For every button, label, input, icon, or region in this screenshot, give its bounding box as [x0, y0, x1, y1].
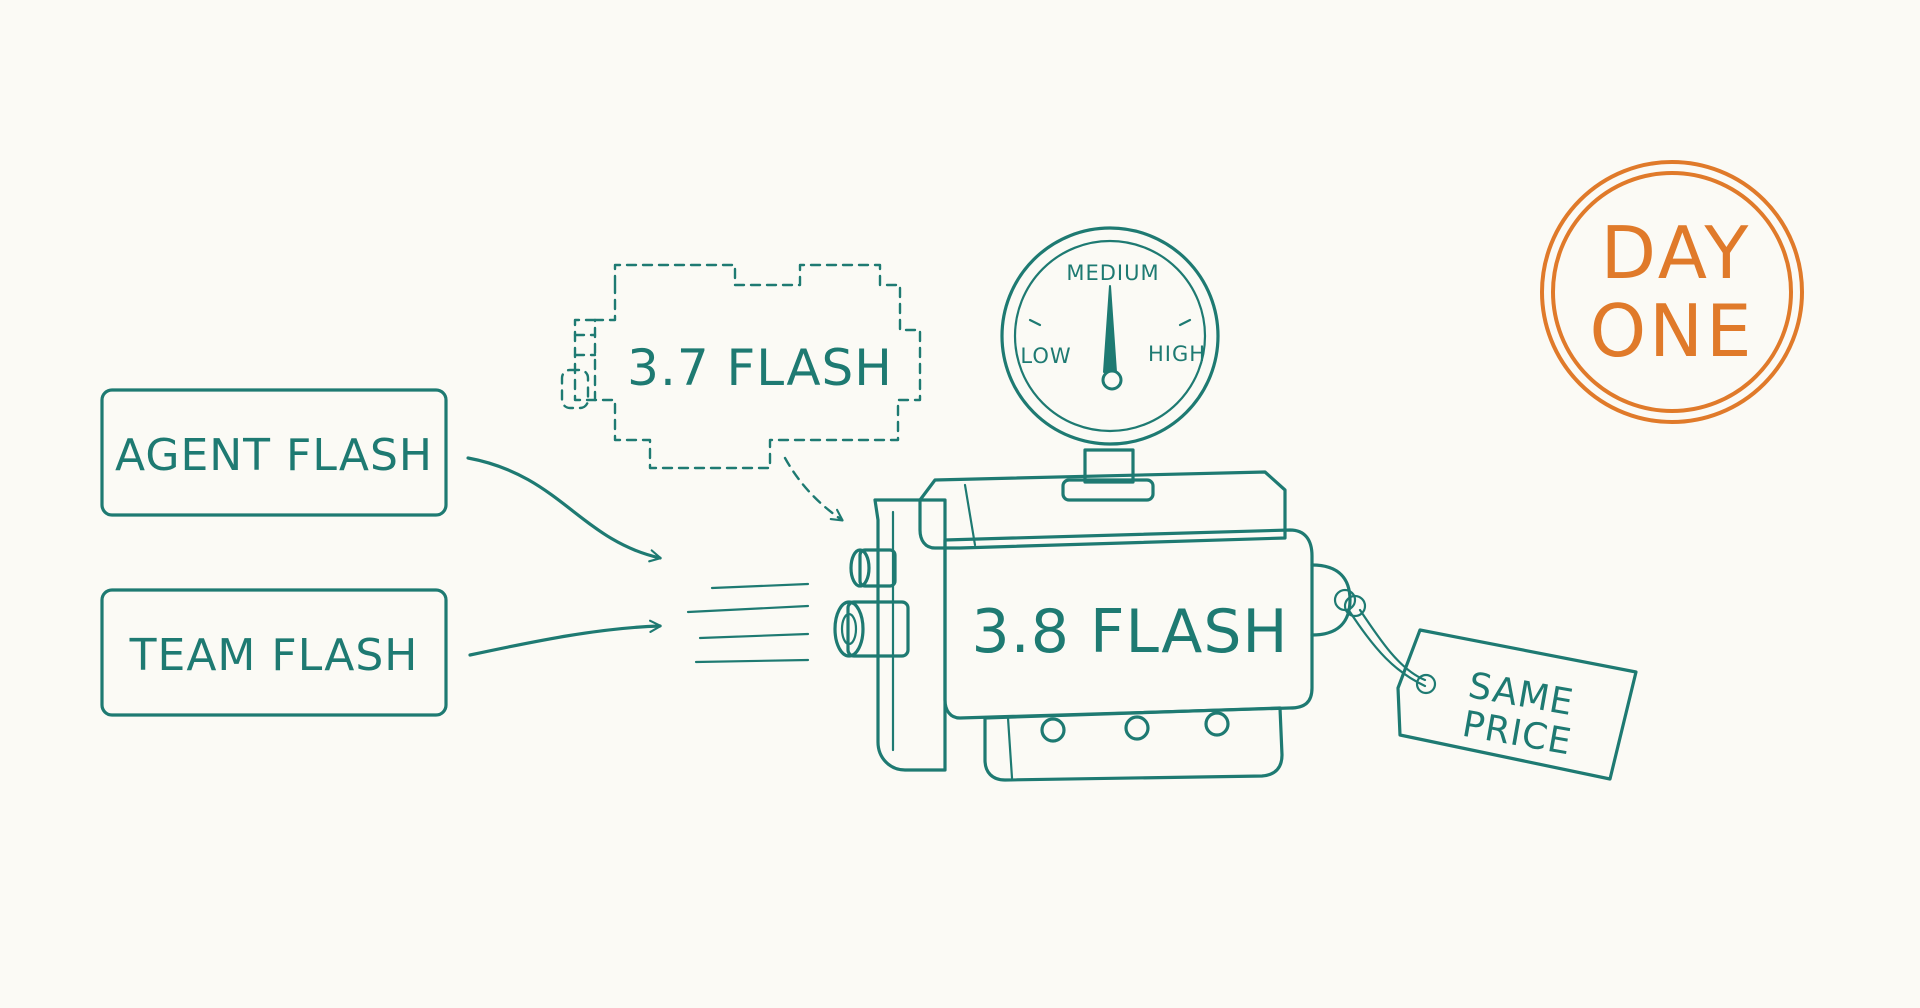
engine-top-lid	[918, 470, 1287, 550]
engine-vent-hole	[1204, 711, 1230, 737]
engine-upper-pipe	[858, 548, 897, 588]
day-one-stamp: DAY ONE	[1540, 160, 1804, 424]
engine-base	[983, 706, 1284, 782]
previous-model-label: 3.7 FLASH	[627, 339, 893, 397]
speed-line	[694, 658, 810, 664]
gauge-pivot	[1101, 369, 1123, 391]
team-to-engine-arrow	[468, 619, 662, 657]
engine-lower-pipe-bore	[840, 612, 858, 646]
speed-line	[698, 632, 810, 640]
stamp-inner-ring	[1551, 171, 1793, 413]
engine: 3.8 FLASH	[833, 470, 1352, 782]
gauge-outer-ring	[1000, 226, 1220, 446]
engine-side-plate	[873, 498, 947, 772]
stamp-outer-ring	[1540, 160, 1804, 424]
tag-ring	[1343, 594, 1367, 618]
engine-pipes	[833, 548, 910, 658]
agent-flash-box: AGENT FLASH	[100, 388, 448, 517]
engine-base-seam	[1006, 716, 1014, 780]
gauge-label-medium: MEDIUM	[1066, 261, 1159, 285]
speed-lines	[686, 582, 810, 664]
tag-body	[1396, 628, 1638, 781]
gauge-label-high: HIGH	[1148, 342, 1206, 366]
price-tag: SAME PRICE	[1333, 588, 1638, 781]
team-flash-frame	[100, 588, 448, 717]
gauge-tick-high	[1178, 318, 1192, 327]
engine-vent-hole	[1124, 715, 1150, 741]
gauge-face	[1013, 239, 1207, 433]
ghost-to-engine-arrow	[783, 456, 844, 522]
stamp-line-1: DAY	[1601, 211, 1752, 295]
engine-body	[943, 528, 1314, 720]
tag-string	[1348, 610, 1427, 688]
engine-lower-pipe	[846, 600, 910, 658]
agent-to-engine-arrow	[466, 456, 662, 563]
tag-hole	[1415, 673, 1437, 695]
speed-line	[686, 604, 810, 614]
gauge-label-low: LOW	[1020, 344, 1071, 368]
gauge-base	[1061, 478, 1155, 502]
speed-line	[710, 582, 810, 590]
engine-vent-hole	[1040, 717, 1066, 743]
ghost-engine-port	[560, 368, 590, 410]
engine-label: 3.8 FLASH	[971, 597, 1288, 667]
team-flash-label: TEAM FLASH	[129, 630, 419, 681]
team-flash-box: TEAM FLASH	[100, 588, 448, 717]
gauge-stem	[1083, 448, 1135, 484]
stamp-line-2: ONE	[1589, 289, 1754, 373]
engine-lid-seam	[963, 483, 977, 547]
engine-right-ear	[1310, 563, 1352, 637]
ghost-engine-nozzle	[573, 318, 597, 402]
engine-upper-pipe-mouth	[849, 548, 871, 588]
gauge-needle	[1103, 285, 1117, 373]
ghost-engine-ribs	[573, 333, 597, 357]
previous-model-ghost: 3.7 FLASH	[560, 263, 922, 522]
engine-lower-pipe-mouth	[833, 600, 865, 658]
intensity-gauge: MEDIUM LOW HIGH	[1000, 226, 1220, 502]
gauge-tick-low	[1028, 318, 1042, 327]
agent-flash-frame	[100, 388, 448, 517]
ghost-engine-outline	[593, 263, 922, 470]
tag-string	[1358, 608, 1427, 682]
agent-flash-label: AGENT FLASH	[115, 430, 433, 481]
